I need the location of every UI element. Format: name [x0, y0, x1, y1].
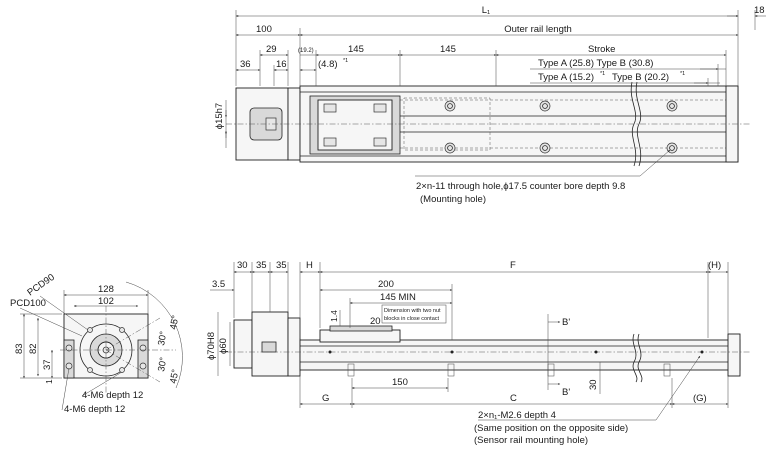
- dim-end-102: 102: [98, 296, 114, 307]
- dim-145-a: 145: [348, 44, 364, 55]
- dim-36: 36: [240, 59, 251, 70]
- dim-145-b: 145: [440, 44, 456, 55]
- section-B-top: B': [562, 317, 570, 328]
- dim-side-35-b: 35: [276, 260, 287, 271]
- dim-side-F: F: [510, 260, 516, 271]
- side-note-opposite: (Same position on the opposite side): [474, 423, 628, 434]
- dim-end-1: 1: [44, 379, 54, 384]
- angle-30-top: 30°: [156, 330, 169, 346]
- dim-side-phi60: ϕ60: [218, 338, 229, 354]
- dim-29: 29: [266, 44, 277, 55]
- dim-side-145-min: 145 MIN: [380, 292, 416, 303]
- dim-end-pcd100: PCD100: [10, 298, 46, 309]
- dim-end-83: 83: [14, 343, 25, 354]
- side-note-m26: 2×n₁-M2.6 depth 4: [478, 410, 556, 421]
- dim-side-G: G: [322, 393, 329, 404]
- top-note-through-hole: 2×n-11 through hole,ϕ17.5 counter bore d…: [416, 181, 625, 192]
- dim-side-phi70: ϕ70H8: [206, 332, 217, 360]
- dim-100: 100: [256, 24, 272, 35]
- side-rail: [299, 339, 741, 371]
- dim-end-128: 128: [98, 284, 114, 295]
- dim-L1: L₁: [482, 5, 491, 16]
- note-min-1: Dimension with two nut: [384, 308, 441, 314]
- angle-45-top: 45°: [168, 314, 181, 330]
- dim-side-35-a: 35: [256, 260, 267, 271]
- dim-16: 16: [276, 59, 287, 70]
- side-motor-cap: [233, 319, 253, 369]
- dim-side-30: 30: [237, 260, 248, 271]
- end-note-m6-a: 4-M6 depth 12: [82, 390, 143, 401]
- dim-end-37: 37: [42, 359, 53, 370]
- star-1-a: *1: [343, 58, 348, 64]
- dim-side-20: 20: [370, 316, 381, 327]
- dim-outer-rail-length: Outer rail length: [504, 24, 572, 35]
- end-view: 128 102 PCD90 PCD100 83 82 37 1 45° 30° …: [10, 272, 183, 415]
- dim-phi15: ϕ15h7: [214, 103, 225, 129]
- dim-side-30v: 30: [588, 379, 599, 390]
- dim-type-b2: Type B (20.2): [612, 72, 669, 83]
- note-min-2: blocks in close contact: [384, 316, 439, 322]
- dim-4-8: (4.8): [318, 59, 338, 70]
- side-note-sensor: (Sensor rail mounting hole): [474, 435, 588, 446]
- dim-side-3-5: 3.5: [212, 279, 225, 290]
- dim-19-2: (19.2): [298, 48, 314, 54]
- dim-type-ab: Type A (25.8) Type B (30.8): [538, 58, 653, 69]
- side-flange: [287, 317, 301, 377]
- dim-end-82: 82: [28, 343, 39, 354]
- dim-side-G-paren: (G): [693, 393, 707, 404]
- dim-side-H: H: [306, 260, 313, 271]
- dim-type-a2: Type A (15.2): [538, 72, 594, 83]
- side-slider-table: [319, 329, 401, 343]
- dim-side-200: 200: [378, 279, 394, 290]
- angle-30-bot: 30°: [156, 356, 169, 372]
- end-note-m6-b: 4-M6 depth 12: [64, 404, 125, 415]
- dim-stroke: Stroke: [588, 44, 615, 55]
- section-B-bot: B': [562, 387, 570, 398]
- dim-side-H-paren: (H): [708, 260, 721, 271]
- dim-side-150: 150: [392, 377, 408, 388]
- dim-side-C: C: [510, 393, 517, 404]
- dim-end-pcd90: PCD90: [25, 272, 56, 299]
- star-1-c: *1: [680, 71, 685, 77]
- top-mounting-holes: [444, 100, 678, 154]
- side-view: 30 35 35 H F (H) 3.5 200 145 MIN Dimensi…: [206, 260, 750, 446]
- star-1-b: *1: [600, 71, 605, 77]
- top-note-mounting-hole: (Mounting hole): [420, 194, 486, 205]
- angle-45-bot: 45°: [168, 368, 181, 384]
- dim-18: 18: [754, 5, 765, 16]
- top-view: L₁ 18 100 Outer rail length 29 (19.2) 14…: [214, 5, 766, 205]
- dim-side-1-4: 1.4: [329, 310, 339, 322]
